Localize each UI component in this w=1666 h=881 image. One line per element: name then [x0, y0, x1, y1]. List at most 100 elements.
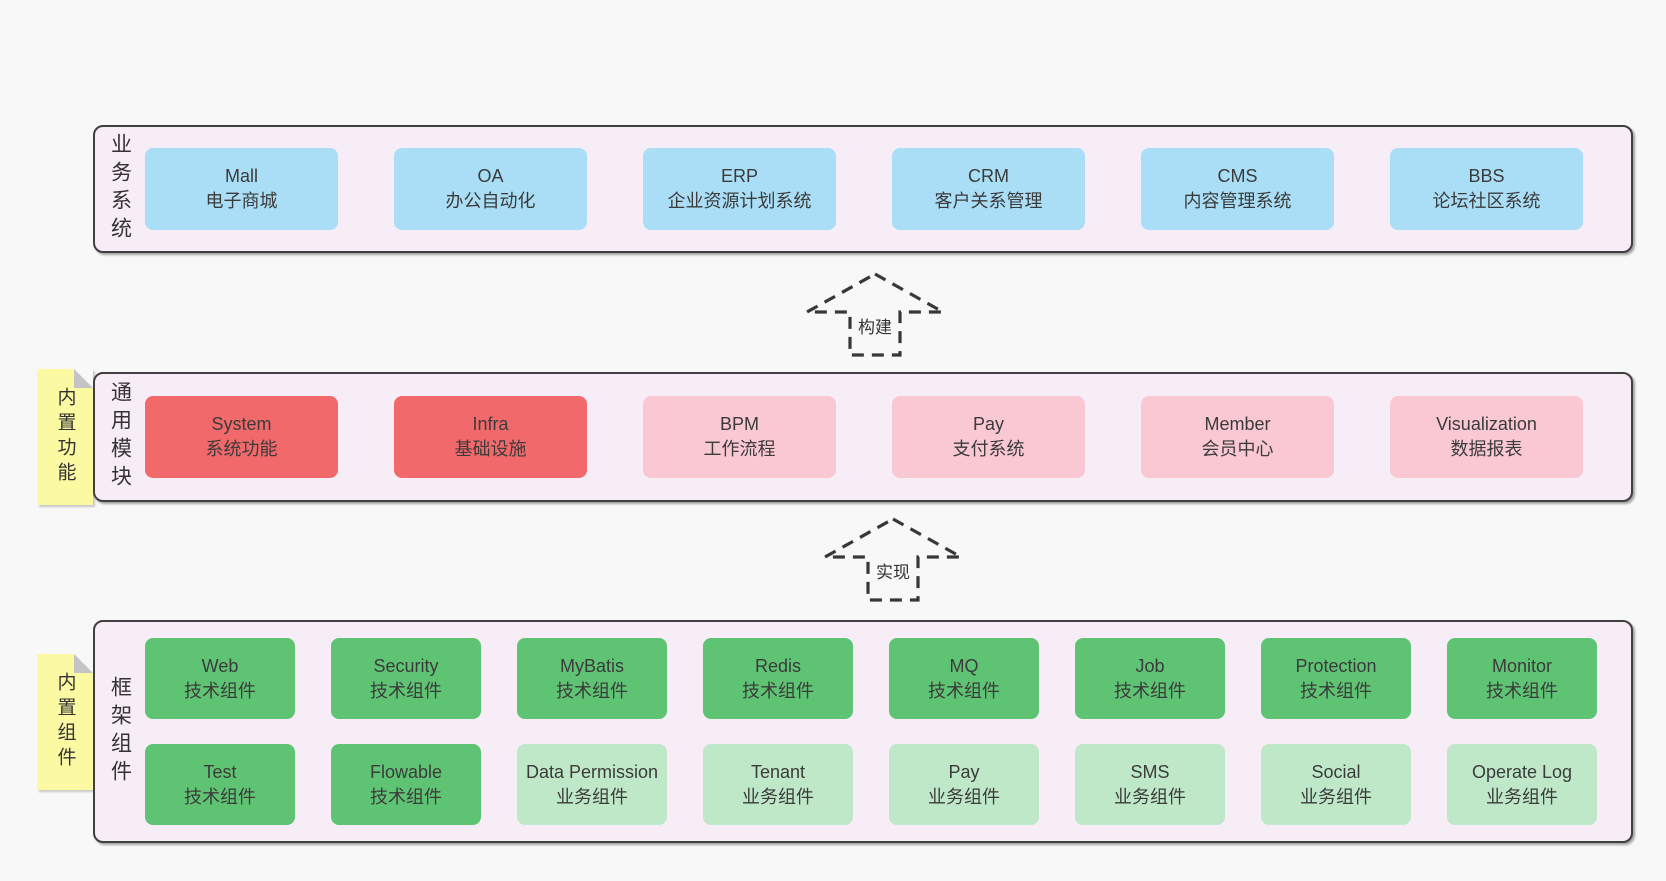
box-crm: CRM 客户关系管理 — [892, 148, 1085, 230]
box-subtitle: 业务组件 — [1300, 786, 1372, 807]
box-title: Web — [201, 655, 239, 676]
arrow-implement-label: 实现 — [876, 563, 910, 582]
box-sms: SMS 业务组件 — [1075, 744, 1225, 825]
box-subtitle: 基础设施 — [454, 439, 527, 459]
panel-business-systems: 业务系统 Mall 电子商城 OA 办公自动化 ERP 企业资源计划系统 CRM… — [93, 125, 1633, 253]
components-row-2: Test 技术组件 Flowable 技术组件 Data Permission … — [145, 744, 1597, 825]
box-title: BPM — [719, 414, 759, 434]
box-subtitle: 电子商城 — [205, 191, 278, 211]
box-subtitle: 业务组件 — [1486, 786, 1558, 807]
box-title: Member — [1204, 414, 1271, 434]
business-boxes: Mall 电子商城 OA 办公自动化 ERP 企业资源计划系统 CRM 客户关系… — [145, 127, 1631, 251]
box-erp: ERP 企业资源计划系统 — [643, 148, 836, 230]
box-title: Operate Log — [1471, 761, 1573, 782]
box-subtitle: 办公自动化 — [445, 191, 536, 211]
box-pay-component: Pay 业务组件 — [889, 744, 1039, 825]
box-subtitle: 支付系统 — [952, 439, 1025, 459]
box-title: Social — [1311, 761, 1361, 782]
box-monitor: Monitor 技术组件 — [1447, 638, 1597, 719]
box-title: Pay — [972, 414, 1005, 434]
box-data-permission: Data Permission 业务组件 — [517, 744, 667, 825]
box-title: OA — [477, 166, 504, 186]
box-tenant: Tenant 业务组件 — [703, 744, 853, 825]
sticky-tab-built-in-components: 内置组件 — [37, 654, 93, 790]
box-title: Security — [373, 655, 439, 676]
box-title: Visualization — [1436, 414, 1537, 434]
box-title: Protection — [1295, 655, 1377, 676]
box-subtitle: 数据报表 — [1450, 439, 1523, 459]
panel-business-label: 业务系统 — [95, 127, 145, 251]
box-infra: Infra 基础设施 — [394, 396, 587, 478]
box-title: Infra — [472, 414, 509, 434]
box-protection: Protection 技术组件 — [1261, 638, 1411, 719]
box-security: Security 技术组件 — [331, 638, 481, 719]
box-title: Test — [203, 761, 237, 782]
panel-label-text: 通用模块 — [108, 381, 132, 493]
box-bpm: BPM 工作流程 — [643, 396, 836, 478]
box-title: BBS — [1468, 166, 1505, 186]
box-title: CRM — [968, 166, 1009, 186]
box-title: Mall — [224, 166, 258, 186]
box-cms: CMS 内容管理系统 — [1141, 148, 1334, 230]
arrow-implement-up: 实现 — [823, 516, 963, 602]
box-subtitle: 业务组件 — [1114, 786, 1186, 807]
box-subtitle: 技术组件 — [556, 680, 628, 701]
box-oa: OA 办公自动化 — [394, 148, 587, 230]
box-subtitle: 技术组件 — [928, 680, 1000, 701]
box-subtitle: 技术组件 — [1114, 680, 1186, 701]
arrow-build-up: 构建 — [805, 271, 945, 357]
modules-boxes: System 系统功能 Infra 基础设施 BPM 工作流程 Pay 支付系统… — [145, 374, 1631, 500]
box-subtitle: 技术组件 — [1300, 680, 1372, 701]
box-subtitle: 技术组件 — [184, 786, 256, 807]
box-web: Web 技术组件 — [145, 638, 295, 719]
box-title: ERP — [720, 166, 758, 186]
box-subtitle: 会员中心 — [1201, 439, 1274, 459]
box-title: Pay — [948, 761, 980, 782]
box-mall: Mall 电子商城 — [145, 148, 338, 230]
box-title: System — [211, 414, 272, 434]
box-subtitle: 技术组件 — [1486, 680, 1558, 701]
box-bbs: BBS 论坛社区系统 — [1390, 148, 1583, 230]
box-subtitle: 技术组件 — [370, 680, 442, 701]
box-system: System 系统功能 — [145, 396, 338, 478]
box-title: Tenant — [750, 761, 806, 782]
arrow-build-label: 构建 — [858, 318, 892, 337]
box-subtitle: 企业资源计划系统 — [667, 191, 812, 211]
box-title: MQ — [949, 655, 979, 676]
box-title: Redis — [754, 655, 802, 676]
tab-label-text: 内置功能 — [54, 387, 76, 487]
panel-label-text: 框架组件 — [108, 675, 132, 788]
dashed-up-arrow-icon — [823, 517, 963, 602]
box-subtitle: 技术组件 — [370, 786, 442, 807]
box-title: Job — [1135, 655, 1165, 676]
sticky-tab-built-in-functions: 内置功能 — [37, 369, 93, 505]
box-social: Social 业务组件 — [1261, 744, 1411, 825]
box-subtitle: 业务组件 — [556, 786, 628, 807]
panel-common-modules: 通用模块 System 系统功能 Infra 基础设施 BPM 工作流程 Pay… — [93, 372, 1633, 502]
box-mq: MQ 技术组件 — [889, 638, 1039, 719]
box-subtitle: 业务组件 — [928, 786, 1000, 807]
box-job: Job 技术组件 — [1075, 638, 1225, 719]
box-redis: Redis 技术组件 — [703, 638, 853, 719]
box-subtitle: 论坛社区系统 — [1432, 191, 1541, 211]
box-subtitle: 工作流程 — [703, 439, 776, 459]
box-subtitle: 客户关系管理 — [934, 191, 1043, 211]
box-flowable: Flowable 技术组件 — [331, 744, 481, 825]
box-visualization: Visualization 数据报表 — [1390, 396, 1583, 478]
components-row-1: Web 技术组件 Security 技术组件 MyBatis 技术组件 Redi… — [145, 638, 1597, 719]
box-member: Member 会员中心 — [1141, 396, 1334, 478]
box-mybatis: MyBatis 技术组件 — [517, 638, 667, 719]
box-subtitle: 业务组件 — [742, 786, 814, 807]
box-title: SMS — [1130, 761, 1170, 782]
box-subtitle: 技术组件 — [742, 680, 814, 701]
box-test: Test 技术组件 — [145, 744, 295, 825]
tab-label-text: 内置组件 — [54, 672, 76, 772]
box-pay-system: Pay 支付系统 — [892, 396, 1085, 478]
box-subtitle: 技术组件 — [184, 680, 256, 701]
box-subtitle: 系统功能 — [205, 439, 278, 459]
box-title: Monitor — [1491, 655, 1553, 676]
panel-framework-components: 框架组件 Web 技术组件 Security 技术组件 MyBatis 技术组件… — [93, 620, 1633, 843]
box-title: MyBatis — [559, 655, 624, 676]
panel-components-label: 框架组件 — [95, 622, 145, 841]
box-title: Data Permission — [525, 761, 659, 782]
